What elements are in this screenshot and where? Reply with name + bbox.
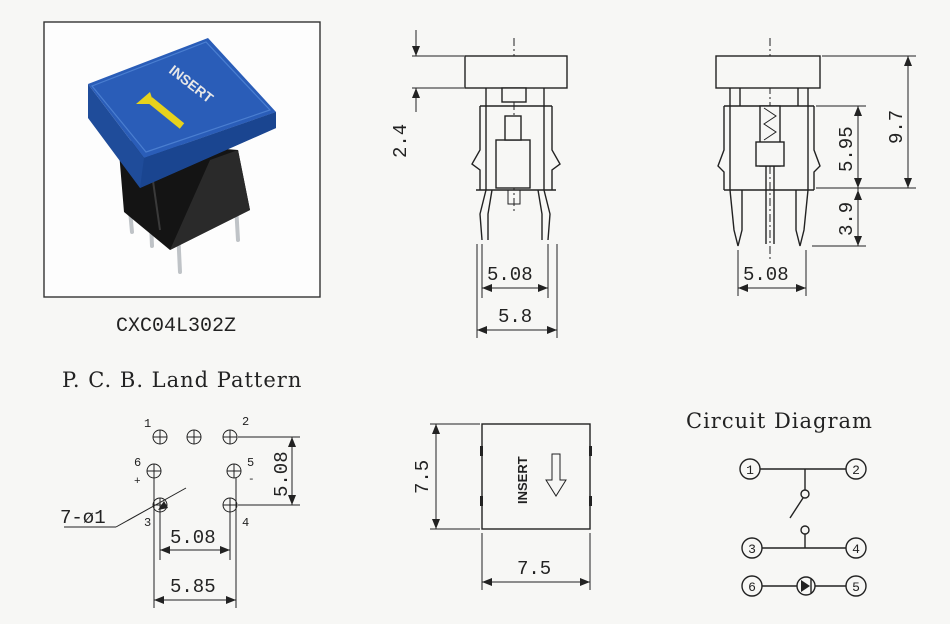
product-photo: INSERT [43,21,321,298]
pcb-pin-1: 1 [144,417,151,431]
side-view: 9.7 5.95 3.9 5.08 [715,38,916,296]
pcb-title: P. C. B. Land Pattern [62,368,302,392]
svg-text:1: 1 [746,463,754,478]
pcb-pin-2: 2 [242,415,249,429]
pcb-polarity-plus: + [134,476,141,488]
top-cap-label: INSERT [515,456,530,504]
dim-front-width: 5.8 [498,306,532,328]
pcb-polarity-minus: - [248,474,255,486]
top-dim-width: 7.5 [517,558,551,580]
dim-body-height: 5.95 [836,126,858,172]
down-arrow-icon [545,453,567,497]
dim-side-pin-pitch: 5.08 [743,264,789,286]
top-view: INSERT 7.5 7.5 [412,423,592,590]
pcb-hole-spec: 7-ø1 [60,507,106,529]
pcb-pin-4: 4 [242,516,249,530]
svg-text:3: 3 [748,542,756,557]
circuit-node-4: 4 [845,537,867,559]
circuit-title: Circuit Diagram [686,409,873,433]
dim-pin-length: 3.9 [836,202,858,236]
circuit-node-3: 3 [741,537,763,559]
circuit-node-1: 1 [739,458,761,480]
pcb-dim-inner: 5.08 [170,527,216,549]
circuit-diagram: Circuit Diagram 1 2 3 4 [686,409,873,597]
dim-front-pin-pitch: 5.08 [487,264,533,286]
svg-text:2: 2 [852,463,860,478]
svg-text:6: 6 [748,580,756,595]
dim-cap-height: 2.4 [390,124,412,158]
switch-cap: INSERT [88,38,276,188]
pcb-pin-6: 6 [134,456,141,470]
svg-text:5: 5 [852,580,860,595]
pcb-dim-outer: 5.85 [170,576,216,598]
pcb-land-pattern: P. C. B. Land Pattern 1 2 3 4 5 6 + - 7-… [60,368,302,608]
pcb-pin-3: 3 [144,516,151,530]
circuit-node-5: 5 [845,575,867,597]
top-dim-height: 7.5 [412,460,434,494]
svg-text:4: 4 [852,542,860,557]
front-view: 2.4 5.08 5.8 [390,30,568,338]
pcb-dim-vertical: 5.08 [271,451,293,497]
circuit-node-6: 6 [741,575,763,597]
pcb-holes [146,429,242,513]
pcb-pin-5: 5 [247,456,254,470]
model-number: CXC04L302Z [116,315,236,338]
dim-total-height: 9.7 [886,110,908,144]
circuit-node-2: 2 [845,458,867,480]
led-icon [796,576,816,596]
arrow-icon [136,92,185,129]
